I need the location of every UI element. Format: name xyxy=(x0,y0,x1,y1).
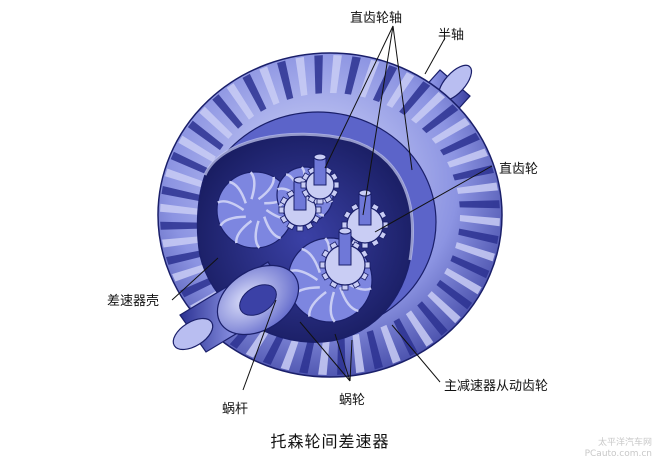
ring-gear-tooth xyxy=(314,55,323,94)
leader-final-drive-gear xyxy=(391,324,441,383)
ring-gear-tooth xyxy=(162,236,204,248)
ring-gear-tooth xyxy=(444,267,482,295)
label-diff-housing: 差速器壳 xyxy=(107,294,160,309)
leader-diff-housing xyxy=(171,257,219,301)
ring-gear-tooth xyxy=(166,249,208,265)
leader-spur-gear-shaft-2 xyxy=(362,25,394,216)
ring-gear-tooth xyxy=(160,221,201,230)
ring-gear-tooth xyxy=(372,65,398,103)
spur-gear xyxy=(300,153,340,205)
ring-gear-tooth xyxy=(431,117,470,144)
ring-gear-tooth xyxy=(299,335,316,374)
ring-gear-tooth xyxy=(161,186,202,202)
leader-lines xyxy=(171,25,493,391)
worm-gear-wheel xyxy=(216,171,294,249)
label-half-shaft: 半轴 xyxy=(438,28,465,43)
label-spur-gear: 直齿轮 xyxy=(499,162,539,177)
leader-worm-gear-1 xyxy=(299,321,351,382)
ring-gear-tooth xyxy=(386,72,415,108)
ring-gear-tooth xyxy=(277,60,294,100)
watermark: 太平洋汽车网 PCauto.com.cn xyxy=(585,438,652,460)
leader-worm-gear-2 xyxy=(334,333,351,382)
ring-gear-tooth xyxy=(427,291,461,324)
ring-gear-tooth xyxy=(399,81,431,116)
ring-gear-tooth xyxy=(366,330,383,370)
ring-gear-tooth xyxy=(172,262,213,282)
ring-gear-tooth xyxy=(259,66,280,106)
ring-gear-tooth xyxy=(165,168,205,188)
spur-gear xyxy=(319,227,371,291)
ring-gear-tooth xyxy=(411,91,446,124)
ring-gear-tooth xyxy=(226,83,255,120)
ring-gear-tooth xyxy=(447,148,488,168)
label-spur-gear-shaft: 直齿轮轴 xyxy=(350,11,403,26)
ring-gear-tooth xyxy=(452,165,494,181)
watermark-line-2: PCauto.com.cn xyxy=(584,449,652,459)
leader-spur-gear-shaft-1 xyxy=(324,25,394,169)
watermark-line-1: 太平洋汽车网 xyxy=(597,438,652,448)
ring-gear-tooth xyxy=(187,120,224,151)
label-final-drive-gear: 主减速器从动齿轮 xyxy=(444,379,549,394)
leader-worm xyxy=(242,299,277,391)
ring-gear-tooth xyxy=(212,94,243,129)
ring-gear-tooth xyxy=(242,73,267,112)
ring-gear-tooth xyxy=(330,55,342,94)
spur-gears xyxy=(278,153,389,291)
diagram-caption: 托森轮间差速器 xyxy=(270,432,390,451)
ring-gear-tooth xyxy=(436,279,473,310)
worm-shaft xyxy=(172,261,300,353)
leader-spur-gear-shaft-3 xyxy=(392,25,413,171)
ring-gear-tooth xyxy=(380,324,401,364)
ring-gear-tooth xyxy=(199,106,233,139)
leader-half-shaft xyxy=(424,37,446,75)
leader-worm-gear-3 xyxy=(349,339,353,382)
ring-gear-tooth xyxy=(459,200,500,209)
ring-gear-tooth xyxy=(160,203,201,215)
ring-gear-tooth xyxy=(421,104,459,134)
ring-gear-tooth xyxy=(456,182,498,194)
ring-gear-tooth xyxy=(280,332,302,371)
ring-gear-tooth xyxy=(450,255,490,279)
ring-gear-tooth xyxy=(358,59,380,98)
ring-gear-tooth xyxy=(318,336,330,375)
ring-gear-tooth xyxy=(417,301,448,336)
ring-gear-tooth xyxy=(352,333,365,374)
ring-gear-tooth xyxy=(458,228,499,244)
label-worm: 蜗杆 xyxy=(222,402,249,417)
leader-spur-gear xyxy=(374,165,493,233)
label-worm-gear: 蜗轮 xyxy=(339,393,366,408)
ring-gear-tooth xyxy=(178,135,216,163)
ring-gear-tooth xyxy=(455,242,495,262)
ring-gear-tooth xyxy=(170,151,210,175)
ring-gear-tooth xyxy=(393,318,418,357)
ring-gear-tooth xyxy=(405,310,434,347)
ring-gear-tooth xyxy=(344,56,361,95)
ring-gear-tooth xyxy=(459,215,500,227)
ring-gear-tooth xyxy=(440,132,480,156)
ring-gear-tooth xyxy=(295,56,308,97)
